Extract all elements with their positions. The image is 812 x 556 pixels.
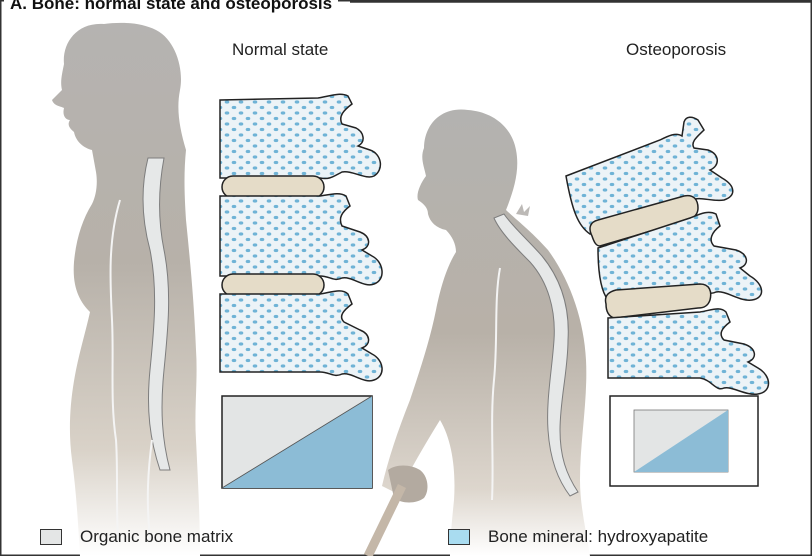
normal-vertebra-1 — [220, 94, 380, 178]
normal-disc-2 — [222, 274, 324, 296]
normal-vertebra-2 — [220, 194, 382, 285]
normal-state-label: Normal state — [232, 40, 328, 60]
mineral-swatch — [448, 529, 470, 545]
osteoporosis-label: Osteoporosis — [626, 40, 726, 60]
figure-heading: A. Bone: normal state and osteoporosis — [4, 0, 338, 14]
normal-vertebra-3 — [220, 291, 382, 381]
normal-vertebrae — [220, 94, 382, 381]
cane — [368, 486, 402, 556]
osteoporosis-vertebra-3 — [608, 309, 769, 394]
osteoporosis-vertebrae — [566, 117, 769, 394]
legend-matrix: Organic bone matrix — [40, 526, 233, 548]
matrix-swatch — [40, 529, 62, 545]
normal-ratio-box — [222, 396, 372, 488]
osteoporosis-woman-silhouette — [368, 109, 590, 556]
normal-disc-1 — [222, 176, 324, 198]
legend-mineral: Bone mineral: hydroxyapatite — [448, 526, 708, 548]
normal-woman-silhouette — [52, 23, 200, 556]
matrix-legend-label: Organic bone matrix — [80, 527, 233, 547]
osteoporosis-ratio-box — [610, 396, 758, 486]
mineral-legend-label: Bone mineral: hydroxyapatite — [488, 527, 708, 547]
